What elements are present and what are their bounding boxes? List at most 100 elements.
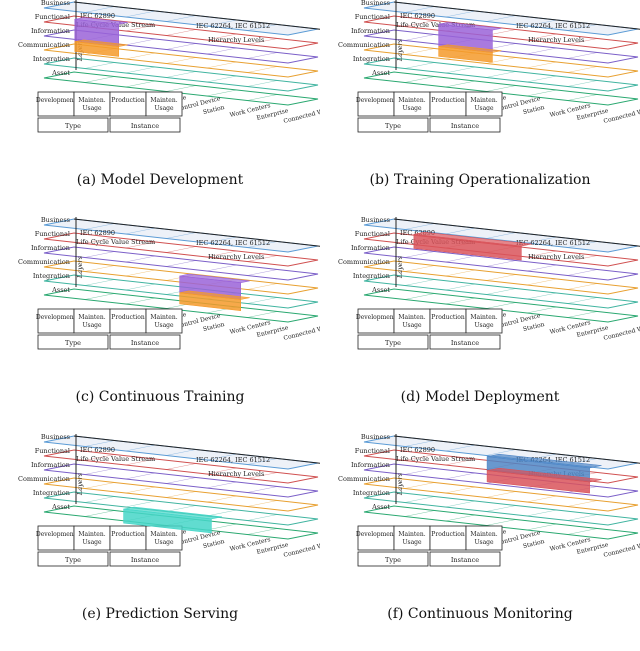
grid-line bbox=[247, 297, 278, 304]
rami-diagram: BusinessFunctionalInformationCommunicati… bbox=[18, 217, 320, 350]
type-cell-label: Usage bbox=[154, 539, 174, 546]
type-cell-label: Usage bbox=[402, 105, 422, 112]
instance-group bbox=[109, 334, 181, 350]
highlight-block-red-top bbox=[487, 467, 602, 483]
grid-line bbox=[165, 449, 197, 456]
grid-line bbox=[247, 269, 278, 276]
lifecycle-label: IEC 62890 bbox=[400, 446, 435, 454]
lifecycle-label: IEC 62890 bbox=[80, 229, 115, 237]
type-cell bbox=[109, 91, 147, 117]
instance-group-label: Instance bbox=[131, 556, 159, 564]
grid-line bbox=[125, 444, 156, 452]
type-cell-label: Mainten. bbox=[470, 531, 497, 538]
layer-label: Functional bbox=[355, 447, 390, 455]
instance-group-label: Instance bbox=[131, 339, 159, 347]
grid-line bbox=[84, 237, 115, 244]
layer-label: Business bbox=[361, 434, 390, 441]
grid-line bbox=[125, 80, 156, 88]
highlight-block-blue-top bbox=[487, 453, 602, 469]
grid-line bbox=[206, 61, 237, 69]
instance-group-label: Instance bbox=[451, 556, 479, 564]
layer-label: Communication bbox=[18, 258, 70, 266]
lifecycle-axis bbox=[73, 218, 320, 247]
type-cell-label: Development bbox=[356, 97, 397, 104]
grid-line bbox=[567, 514, 598, 521]
grid-line bbox=[247, 52, 278, 59]
hierarchy-label: Hierarchy Levels bbox=[208, 36, 264, 44]
type-cell bbox=[145, 91, 183, 117]
caption: (d) Model Deployment bbox=[400, 389, 560, 405]
grid-line bbox=[247, 38, 278, 45]
layer-label: Information bbox=[351, 461, 390, 469]
grid-line bbox=[526, 509, 557, 517]
layer-label: Asset bbox=[51, 69, 70, 77]
type-cell bbox=[109, 308, 147, 334]
instance-group bbox=[429, 334, 501, 350]
type-cell-label: Production bbox=[431, 531, 465, 538]
layer-label: Business bbox=[361, 217, 390, 224]
type-cell bbox=[393, 91, 431, 117]
grid-line bbox=[206, 47, 237, 55]
grid-line bbox=[485, 519, 517, 526]
grid-line bbox=[445, 297, 476, 305]
type-cell-label: Mainten. bbox=[398, 314, 425, 321]
type-cell-label: Usage bbox=[82, 105, 102, 112]
grid-line bbox=[526, 306, 557, 314]
type-cell-label: Usage bbox=[474, 539, 494, 546]
layer-label: Functional bbox=[35, 447, 70, 455]
type-cell bbox=[145, 308, 183, 334]
grid-line bbox=[206, 495, 237, 503]
type-cell bbox=[109, 525, 147, 551]
grid-line bbox=[404, 510, 435, 517]
lifecycle-label: IEC 62890 bbox=[80, 12, 115, 20]
grid-line bbox=[445, 472, 476, 480]
grid-line bbox=[485, 302, 517, 309]
grid-line bbox=[84, 279, 115, 286]
grid-line bbox=[567, 94, 598, 101]
grid-line bbox=[84, 62, 115, 69]
grid-line bbox=[125, 297, 156, 305]
type-cell bbox=[465, 308, 503, 334]
instance-group bbox=[429, 551, 501, 567]
layer-label: Information bbox=[351, 27, 390, 35]
grid-line bbox=[445, 283, 476, 291]
grid-line bbox=[84, 6, 115, 13]
grid-line bbox=[247, 472, 278, 479]
grid-line bbox=[485, 260, 517, 267]
highlight-block-orange-top bbox=[179, 290, 250, 300]
grid-line bbox=[404, 62, 435, 69]
type-cell-label: Usage bbox=[82, 539, 102, 546]
type-group-label: Type bbox=[385, 556, 401, 564]
grid-line bbox=[125, 269, 156, 277]
grid-line bbox=[84, 482, 115, 489]
type-cell-label: Mainten. bbox=[78, 314, 105, 321]
grid-line bbox=[404, 482, 435, 489]
type-cell-label: Mainten. bbox=[78, 531, 105, 538]
layer-label: Information bbox=[31, 461, 70, 469]
layer-label: Asset bbox=[371, 69, 390, 77]
grid-line bbox=[165, 71, 197, 78]
grid-line bbox=[526, 292, 557, 300]
grid-line bbox=[206, 467, 237, 475]
grid-line bbox=[206, 264, 237, 272]
grid-line bbox=[404, 76, 435, 83]
grid-line bbox=[165, 477, 197, 484]
type-group-label: Type bbox=[65, 122, 81, 130]
grid-line bbox=[485, 274, 517, 281]
grid-line bbox=[165, 43, 197, 50]
type-cell bbox=[465, 91, 503, 117]
hierarchy-level-label: Connected World bbox=[603, 322, 640, 342]
layer-label: Integration bbox=[353, 489, 390, 497]
grid-line bbox=[125, 458, 156, 466]
grid-line bbox=[567, 80, 598, 87]
grid-line bbox=[567, 528, 598, 535]
type-group-label: Type bbox=[385, 122, 401, 130]
lifecycle-label: Life Cycle Value Stream bbox=[76, 455, 155, 463]
grid-line bbox=[165, 15, 197, 22]
highlight-block-purple-top bbox=[438, 22, 502, 31]
layer-label: Business bbox=[41, 434, 70, 441]
highlight-block-purple-top bbox=[179, 273, 250, 284]
